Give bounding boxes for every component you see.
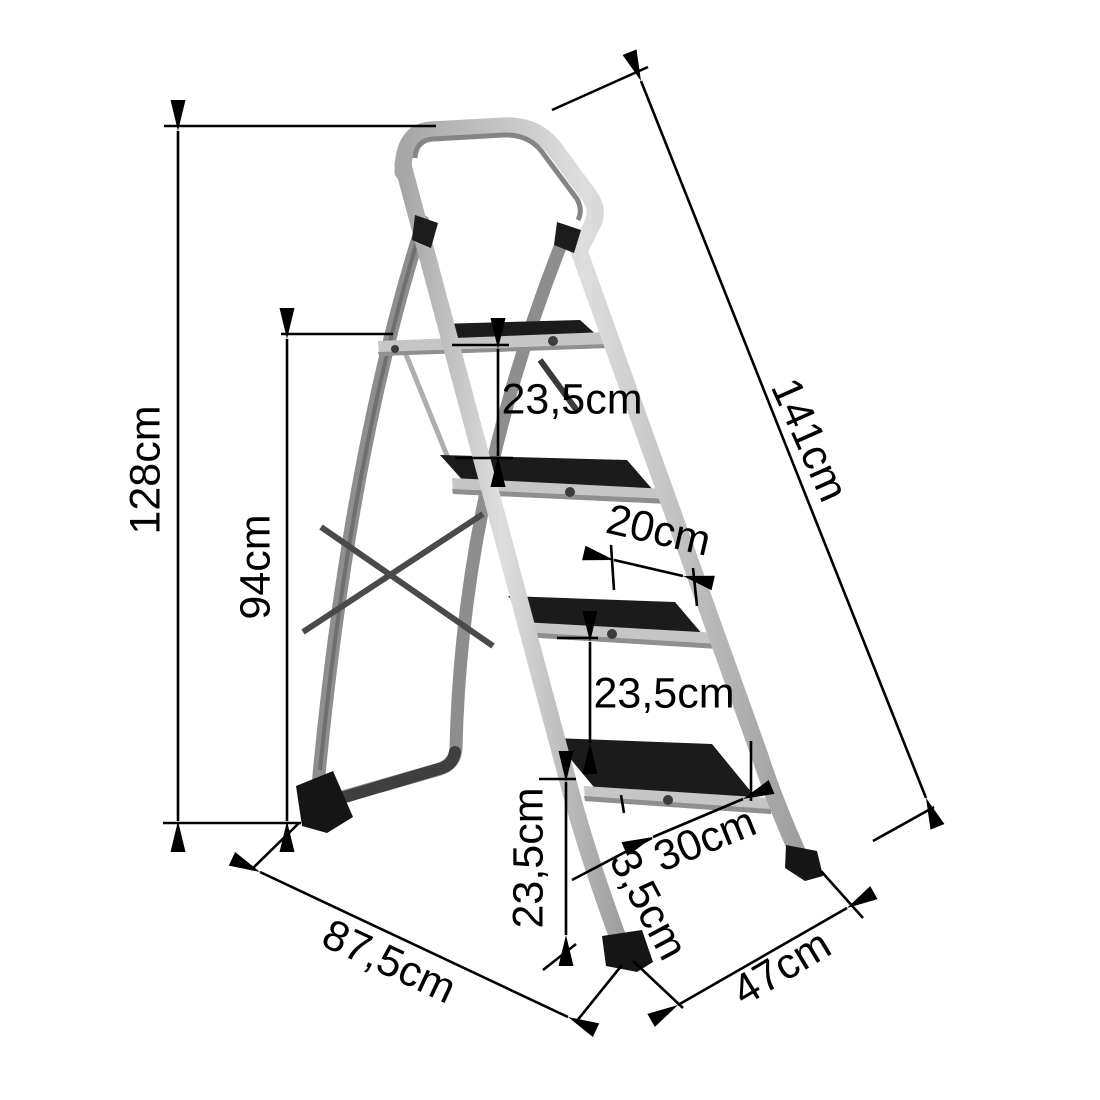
ladder-pivot-bracket-left [412,215,438,248]
dim-label-side-rail-length: 141cm [761,371,857,508]
ladder-foot-front-right [785,845,823,881]
dim-total-height: 128cm [121,100,436,852]
dim-label-upper-frame-height: 94cm [231,514,279,619]
dim-label-step-gap-middle: 23,5cm [593,669,734,717]
ladder-foot-rear-left [296,771,353,833]
ladder-cross-brace-2 [319,524,495,649]
ladder-rear-ground-bar [322,746,461,808]
ladder-pivot-bracket-right [554,222,581,253]
dim-step-gap-top: 23,5cm [452,318,643,487]
dim-step-gap-middle: 23,5cm [557,611,735,774]
ladder-cross-brace-1 [301,511,485,635]
dim-label-base-width: 47cm [724,920,839,1015]
ladder-step-2 [508,596,719,649]
ladder-handle-inner-edge [412,132,583,222]
ladder-rear-leg-shade [318,221,425,771]
dim-label-base-depth: 87,5cm [315,910,463,1013]
dim-upper-frame-height: 94cm [231,308,393,852]
ladder-step-4 [378,320,608,356]
dim-label-step-gap-bottom: 23,5cm [504,787,552,928]
ladder-foot-front-left [602,930,653,972]
ladder-lock-rod [402,351,451,459]
dim-label-step-width: 30cm [647,798,762,882]
dim-label-step-depth: 20cm [602,495,715,565]
ladder-lock-rod-lower [537,358,581,414]
dim-label-total-height: 128cm [121,405,169,534]
dim-step-gap-bottom: 23,5cm [504,751,577,972]
dim-label-step-gap-top: 23,5cm [501,375,642,423]
